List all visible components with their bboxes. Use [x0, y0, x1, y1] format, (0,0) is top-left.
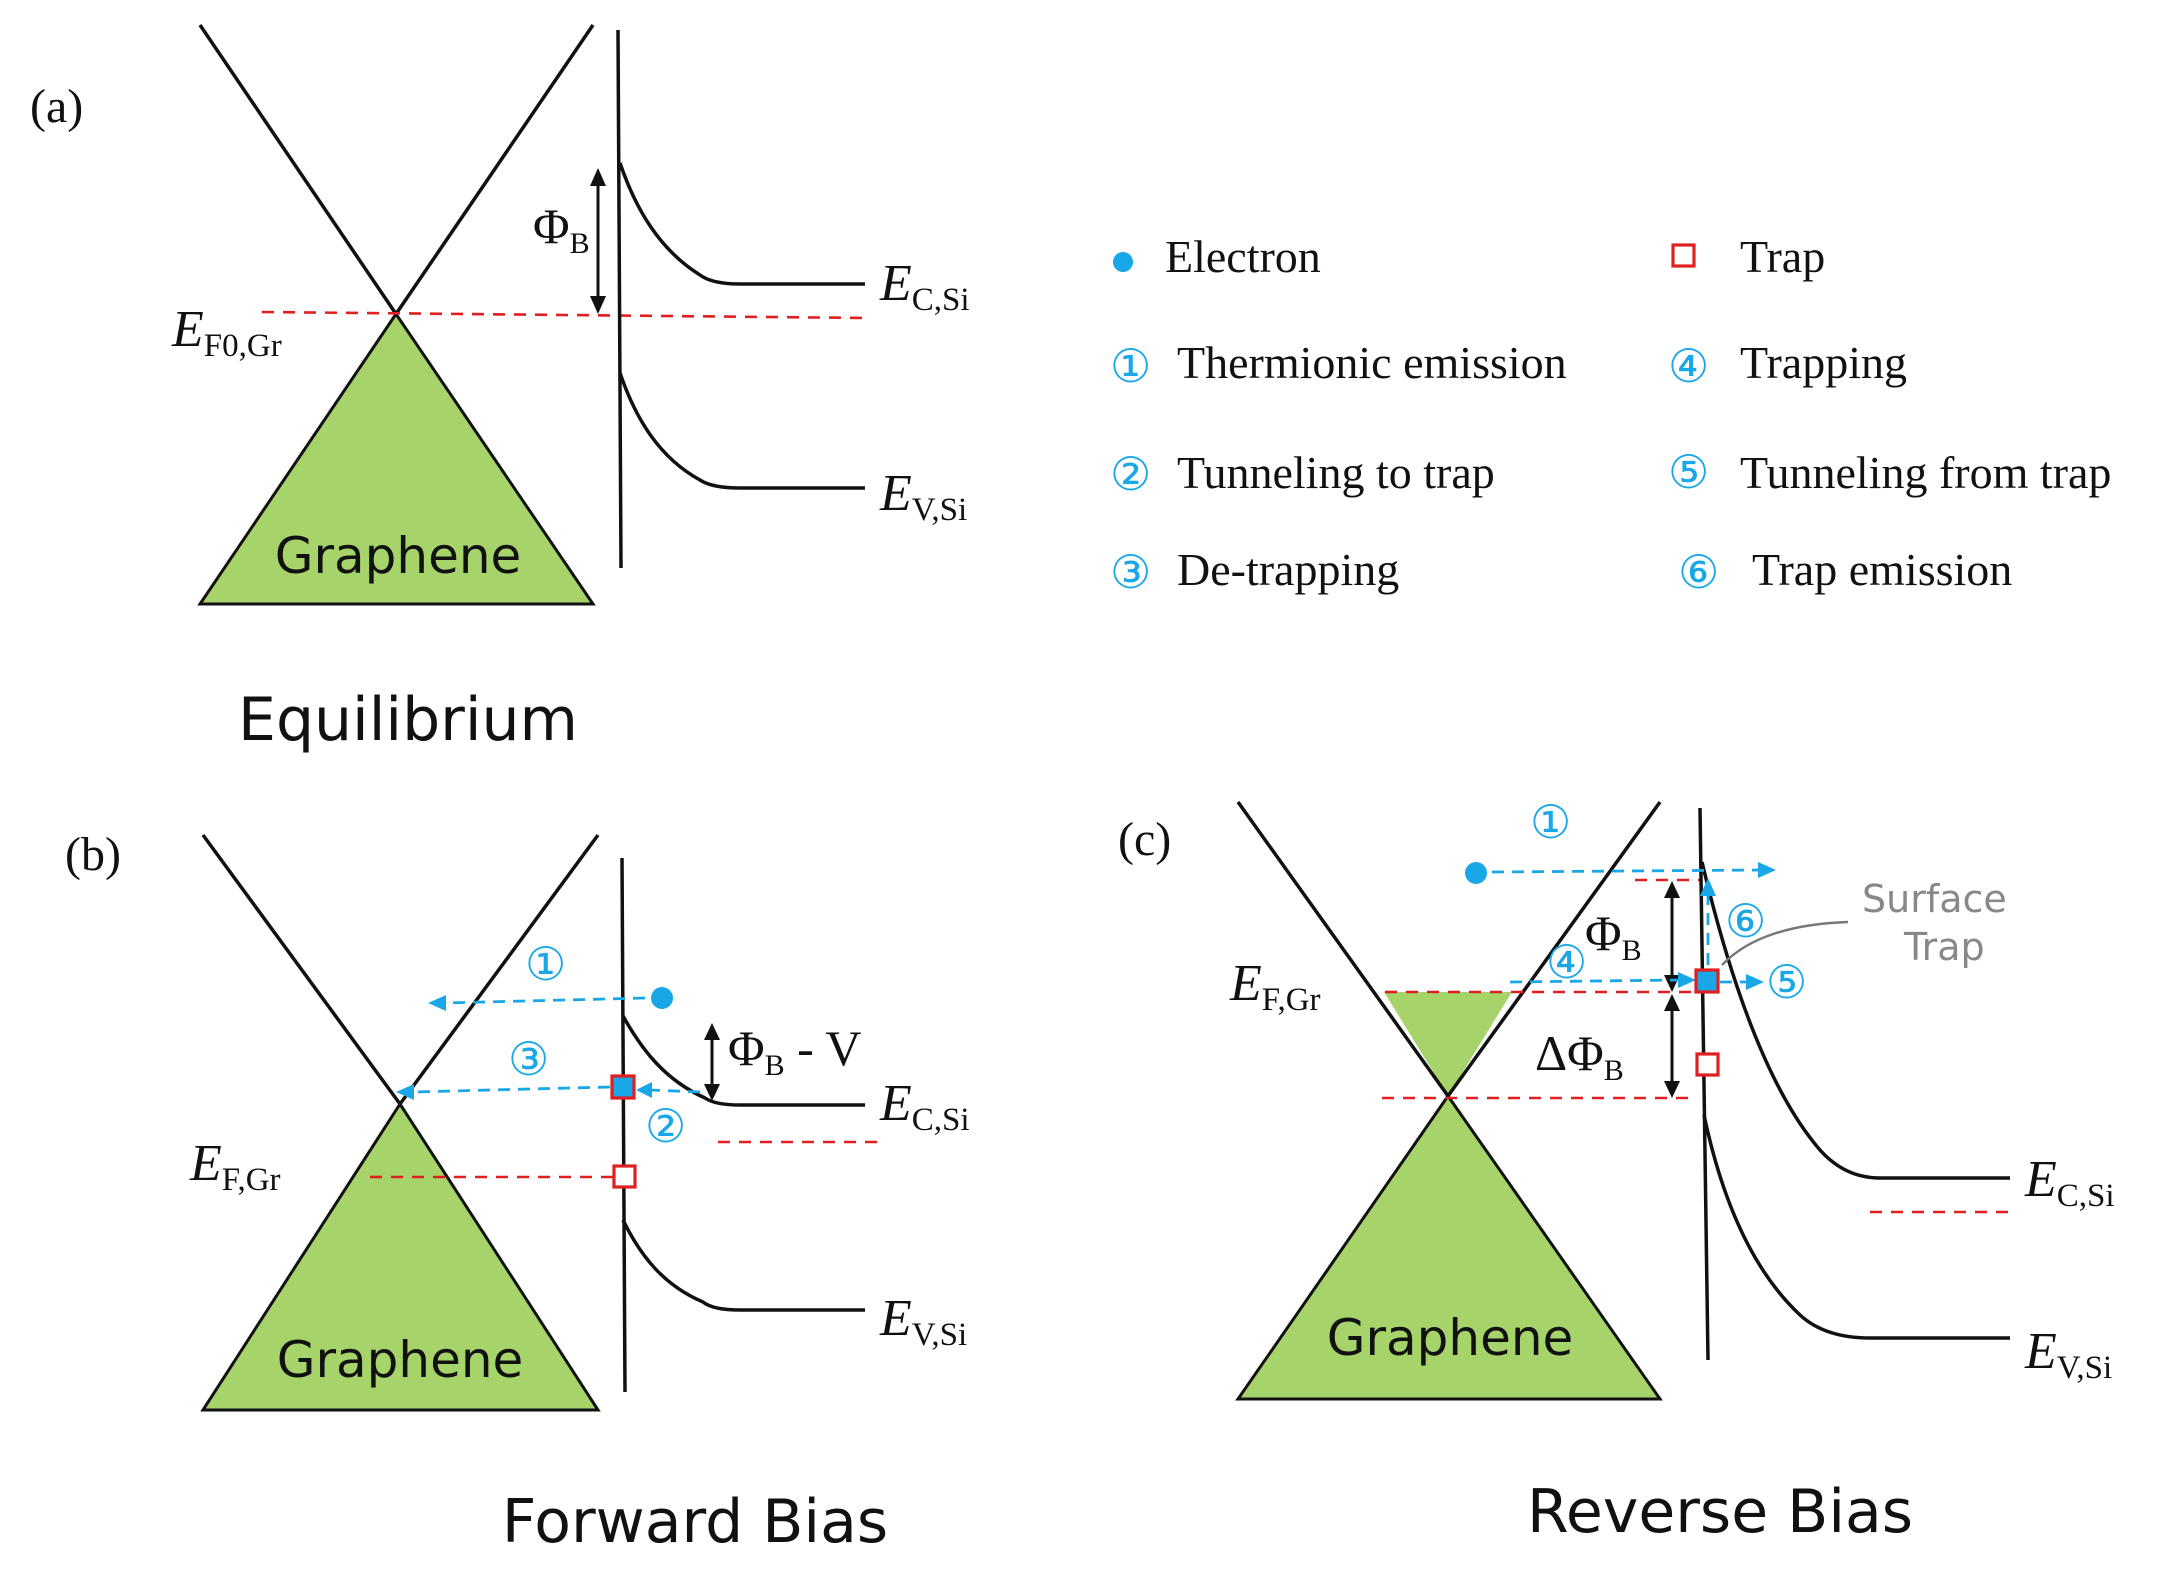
caption-reverse-bias: Reverse Bias [1527, 1477, 1913, 1547]
dirac-cone-right-line [398, 833, 600, 1106]
arrow-head [636, 1082, 652, 1098]
marker-4: ④ [1546, 937, 1587, 988]
conduction-band-edge [1700, 861, 2010, 1180]
dirac-cone-left-line [1236, 800, 1450, 1098]
delta-barrier-label: ΔΦB [1535, 1025, 1624, 1087]
legend-label-trap-emission: Trap emission [1752, 544, 2012, 595]
trapping-arrow [1509, 978, 1681, 984]
thermionic-emission-arrow [1491, 868, 1761, 874]
arrow-head [1700, 878, 1716, 896]
ec-label: EC,Si [879, 1075, 970, 1138]
interface-line [1698, 807, 1710, 1361]
legend-trap: Trap [1740, 231, 1825, 282]
legend-label-tunneling-from-trap: Tunneling from trap [1740, 447, 2111, 498]
interface-line [620, 857, 627, 1393]
legend-label-de-trapping: De-trapping [1177, 544, 1399, 595]
graphene-valence-cone [197, 311, 596, 606]
valence-band-edge [621, 1219, 865, 1312]
legend-electron: Electron [1165, 231, 1321, 282]
dirac-cone-left-line [198, 24, 398, 315]
fermi-level-label: EF0,Gr [171, 301, 282, 364]
conduction-band-edge [621, 1015, 865, 1107]
trap-icon [1695, 1052, 1720, 1077]
barrier-arrow-head-up [704, 1023, 720, 1040]
legend-label-tunneling-to-trap: Tunneling to trap [1177, 447, 1495, 498]
marker-1: ① [525, 939, 566, 990]
barrier-arrow-head-down [1664, 975, 1680, 992]
electron-icon [1113, 252, 1133, 272]
ev-label: EV,Si [2024, 1323, 2112, 1386]
thermionic-emission-arrow [443, 996, 646, 1005]
graphene-label: Graphene [1327, 1309, 1574, 1367]
fermi-level-line [261, 310, 871, 320]
marker-5: ⑤ [1766, 957, 1807, 1008]
graphene-label: Graphene [277, 1331, 524, 1389]
surface-trap-pointer [1721, 920, 1849, 966]
trap-icon [1671, 243, 1696, 268]
panel-c-label: (c) [1118, 813, 1171, 866]
panel-b-label: (b) [65, 828, 121, 881]
legend-num-5: ⑤ [1668, 447, 1709, 498]
trap-icon [612, 1164, 637, 1189]
valence-band-edge [1702, 1114, 2010, 1340]
marker-1: ① [1530, 797, 1571, 848]
barrier-label: ΦB [1585, 905, 1642, 967]
marker-2: ② [645, 1101, 686, 1152]
arrow-head [428, 995, 446, 1011]
legend-num-4: ④ [1668, 341, 1709, 392]
arrow-head [396, 1084, 414, 1100]
arrow-head [1758, 862, 1776, 878]
legend-num-1: ① [1110, 341, 1151, 392]
legend-num-6: ⑥ [1678, 547, 1719, 598]
panel-a-label: (a) [30, 80, 83, 133]
barrier-arrow-head-down [590, 296, 606, 314]
legend-num-2: ② [1110, 449, 1151, 500]
caption-equilibrium: Equilibrium [238, 685, 578, 755]
barrier-arrow-head-up [590, 168, 606, 186]
interface-line [616, 29, 623, 569]
ec-label: EC,Si [2024, 1151, 2115, 1214]
filled-trap-icon [610, 1074, 636, 1100]
ev-label: EV,Si [879, 465, 967, 528]
panel-c: (c) Graphene EF,Gr EC,Si EV,Si ΦB ΔΦB [1118, 797, 2115, 1547]
arrow-head [1678, 972, 1696, 988]
graphene-valence-cone [1235, 1093, 1663, 1401]
dirac-cone-right-line [394, 24, 595, 315]
panel-b: (b) Graphene EF,Gr EC,Si EV,Si ΦB - V ① … [65, 828, 970, 1557]
dirac-cone-right-line [1446, 800, 1662, 1098]
legend: Electron Trap ① Thermionic emission ④ Tr… [1110, 231, 2111, 598]
conduction-band-edge [618, 162, 865, 286]
fermi-level-label: EF,Gr [189, 1135, 281, 1198]
tunneling-to-trap-arrow [649, 1088, 701, 1094]
surface-trap-label-line2: Trap [1903, 925, 1985, 969]
graphene-label: Graphene [275, 527, 522, 585]
graphene-filled-states [1384, 992, 1512, 1096]
panel-a: (a) Graphene EF0,Gr EC,Si EV,Si ΦB Equil… [30, 24, 970, 755]
electron-icon [1465, 862, 1487, 884]
barrier-label: ΦB [533, 198, 590, 260]
delta-barrier-arrow-head-up [1664, 994, 1680, 1011]
barrier-arrow-head-down [704, 1084, 720, 1101]
barrier-arrow-head-up [1664, 881, 1680, 898]
marker-3: ③ [508, 1034, 549, 1085]
electron-icon [651, 987, 673, 1009]
surface-trap-label-line1: Surface [1862, 877, 2007, 921]
de-trapping-arrow [411, 1085, 611, 1094]
legend-label-trapping: Trapping [1740, 337, 1907, 388]
legend-num-3: ③ [1110, 547, 1151, 598]
graphene-valence-cone [200, 1101, 601, 1412]
filled-trap-icon [1694, 968, 1720, 994]
caption-forward-bias: Forward Bias [502, 1487, 888, 1557]
legend-label-thermionic: Thermionic emission [1177, 337, 1567, 388]
dirac-cone-left-line [201, 833, 402, 1106]
delta-barrier-arrow-head-down [1664, 1081, 1680, 1098]
ec-label: EC,Si [879, 255, 970, 318]
ev-label: EV,Si [879, 1290, 967, 1353]
fermi-level-label: EF,Gr [1229, 955, 1321, 1018]
arrow-head [1746, 974, 1764, 990]
barrier-label: ΦB - V [728, 1020, 861, 1082]
valence-band-edge [618, 372, 865, 490]
